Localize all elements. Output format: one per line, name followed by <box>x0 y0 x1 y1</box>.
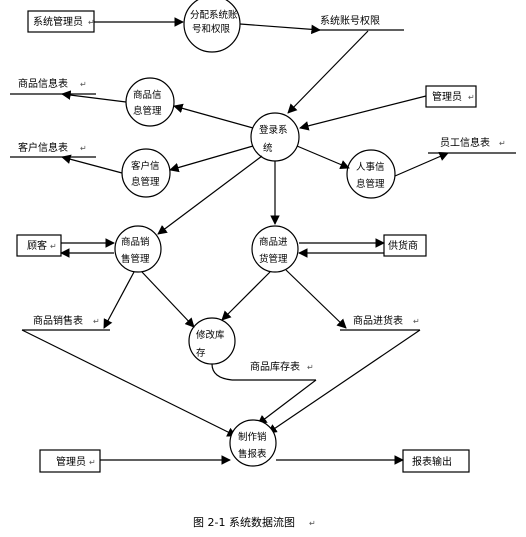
process-customer-info-line2: 息管理 <box>131 176 160 188</box>
svg-text:↵: ↵ <box>88 18 95 27</box>
entity-supplier: 供货商 <box>383 234 427 257</box>
process-modify-stock-line2: 存 <box>196 347 206 359</box>
entity-system-admin-label: 系统管理员 <box>33 15 83 28</box>
svg-text:↵: ↵ <box>499 139 506 148</box>
store-stock-table: 商品库存表 ↵ <box>232 360 316 381</box>
flow-purchase-to-purchase-table <box>285 269 347 329</box>
entity-customer-label: 顾客 <box>27 239 47 252</box>
flow-login-to-product-info <box>173 103 254 129</box>
process-make-report-line1: 制作销 <box>238 431 267 443</box>
store-product-info-label: 商品信息表 <box>18 77 68 90</box>
process-product-info-line2: 息管理 <box>133 105 162 117</box>
store-customer-info: 客户信息表 ↵ <box>10 141 96 158</box>
svg-text:↵: ↵ <box>50 242 57 251</box>
entity-system-admin: 系统管理员 ↵ <box>27 10 95 33</box>
process-make-report: 制作销 售报表 <box>229 419 277 467</box>
process-assign-account-line1: 分配系统账 <box>190 9 238 21</box>
process-purchase-line2: 货管理 <box>259 253 288 265</box>
flow-admin-to-login <box>299 95 427 131</box>
process-product-info: 商品信 息管理 <box>125 77 175 127</box>
entity-admin-bottom: 管理员 ↵ <box>39 449 101 473</box>
process-purchase-line1: 商品进 <box>259 236 288 248</box>
entity-admin-bottom-label: 管理员 <box>56 455 86 468</box>
process-sales-line2: 售管理 <box>121 253 150 265</box>
flow-customer-info-to-store <box>61 154 123 174</box>
entity-customer: 顾客 ↵ <box>16 234 62 257</box>
svg-text:↵: ↵ <box>307 363 314 372</box>
process-modify-stock-line1: 修改库 <box>196 329 225 341</box>
entity-report-output-label: 报表输出 <box>412 455 452 468</box>
process-make-report-line2: 售报表 <box>238 448 267 460</box>
store-purchase-table-label: 商品进货表 <box>353 314 403 327</box>
figure-caption: 图 2-1 系统数据流图 <box>193 515 295 529</box>
entity-supplier-label: 供货商 <box>388 239 418 252</box>
flow-purchase-table-to-report <box>267 329 421 434</box>
store-employee-info: 员工信息表 ↵ <box>428 136 516 154</box>
process-login: 登录系 统 <box>250 112 300 162</box>
entity-admin-right-label: 管理员 <box>432 90 462 103</box>
store-customer-info-label: 客户信息表 <box>18 141 68 154</box>
svg-text:↵: ↵ <box>468 93 475 102</box>
svg-text:↵: ↵ <box>309 519 316 528</box>
store-account-permissions: 系统账号权限 <box>314 14 404 31</box>
flow-product-info-to-store <box>61 90 127 103</box>
store-sales-table-label: 商品销售表 <box>33 314 83 327</box>
flow-sales-to-modify-stock <box>141 271 195 328</box>
process-customer-info-line1: 客户信 <box>131 160 160 172</box>
flow-modify-stock-to-stock-table <box>211 363 233 381</box>
flow-assign-to-store <box>239 23 321 35</box>
process-assign-account: 分配系统账 号和权限 <box>183 0 241 53</box>
flow-sales-to-sales-table <box>103 271 135 329</box>
process-assign-account-line2: 号和权限 <box>192 23 231 35</box>
flow-hr-info-to-store <box>394 152 449 177</box>
store-purchase-table: 商品进货表 ↵ <box>340 314 420 331</box>
flow-sales-table-to-report <box>21 329 237 437</box>
svg-text:↵: ↵ <box>80 80 87 89</box>
flow-login-to-sales <box>157 155 263 235</box>
process-login-line1: 登录系 <box>259 125 288 136</box>
entity-report-output: 报表输出 <box>402 449 470 473</box>
store-employee-info-label: 员工信息表 <box>440 136 490 149</box>
process-sales: 商品销 售管理 <box>114 225 162 273</box>
svg-text:↵: ↵ <box>93 317 100 326</box>
process-product-info-line1: 商品信 <box>133 89 162 101</box>
flow-login-to-customer-info <box>169 145 254 173</box>
store-sales-table: 商品销售表 ↵ <box>22 314 110 331</box>
svg-text:↵: ↵ <box>413 317 420 326</box>
svg-text:↵: ↵ <box>80 144 87 153</box>
process-hr-info-line1: 人事信 <box>356 161 385 173</box>
process-hr-info-line2: 息管理 <box>356 178 385 190</box>
flow-purchase-to-modify-stock <box>221 271 271 321</box>
store-account-permissions-label: 系统账号权限 <box>320 14 380 27</box>
flow-store-to-login <box>287 30 369 114</box>
process-customer-info: 客户信 息管理 <box>121 148 171 198</box>
process-purchase: 商品进 货管理 <box>251 225 299 273</box>
process-sales-line1: 商品销 <box>121 236 150 248</box>
store-stock-table-label: 商品库存表 <box>250 360 300 373</box>
svg-text:↵: ↵ <box>89 458 96 467</box>
flow-login-to-hr-info <box>296 145 350 170</box>
store-product-info: 商品信息表 ↵ <box>10 77 96 95</box>
process-modify-stock: 修改库 存 <box>188 317 236 365</box>
process-login-line2: 统 <box>263 142 273 154</box>
process-hr-info: 人事信 息管理 <box>346 149 396 199</box>
flow-stock-table-to-report <box>257 379 317 425</box>
entity-admin-right: 管理员 ↵ <box>425 85 477 108</box>
